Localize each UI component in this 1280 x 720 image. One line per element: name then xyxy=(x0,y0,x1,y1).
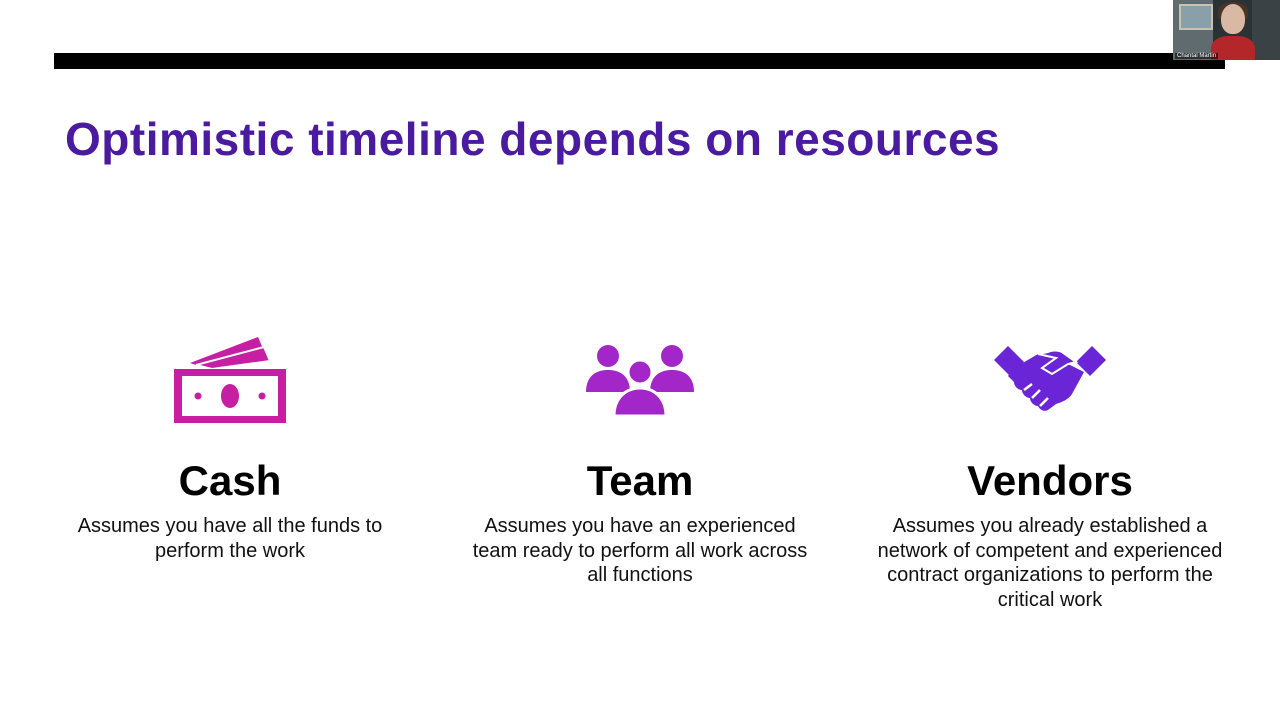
column-description: Assumes you already established a networ… xyxy=(877,515,1223,611)
avatar xyxy=(1221,4,1245,34)
column-heading: Vendors xyxy=(967,457,1133,504)
column-description: Assumes you have an experienced team rea… xyxy=(472,515,808,586)
column-team: Team Assumes you have an experienced tea… xyxy=(450,330,830,588)
column-heading: Team xyxy=(586,457,694,504)
wall-picture xyxy=(1179,4,1213,30)
column-description: Assumes you have all the funds to perfor… xyxy=(77,515,383,562)
slide-title: Optimistic timeline depends on resources xyxy=(65,113,1001,165)
team-people-icon xyxy=(450,330,830,430)
column-vendors: Vendors Assumes you already established … xyxy=(860,330,1240,612)
money-bills-icon xyxy=(40,330,420,430)
top-divider-bar xyxy=(54,53,1225,69)
column-cash: Cash Assumes you have all the funds to p… xyxy=(40,330,420,563)
column-heading: Cash xyxy=(178,457,282,504)
participant-name-label: Chantal Martin xyxy=(1175,53,1219,59)
handshake-icon xyxy=(860,330,1240,430)
participant-video-tile[interactable]: Chantal Martin xyxy=(1173,0,1280,60)
